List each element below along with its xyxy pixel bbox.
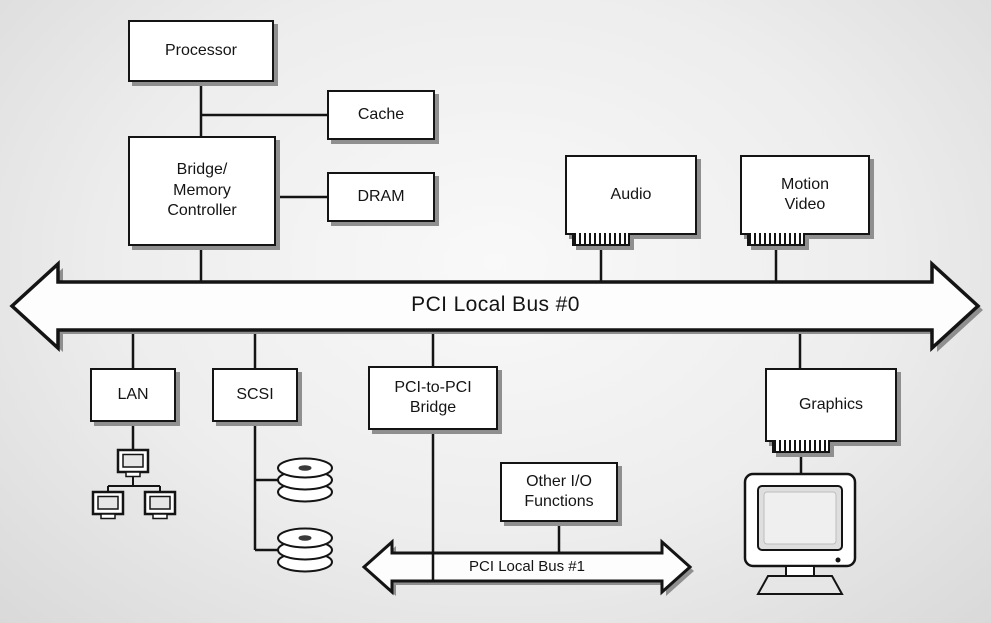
cache-box: Cache	[327, 90, 435, 140]
pci-bus-0-arrow	[9, 260, 983, 352]
pci-bus-1-arrow	[361, 430, 694, 596]
audio-label: Audio	[610, 185, 652, 203]
crt-monitor-icon	[743, 472, 857, 595]
disk-stack-icon	[277, 527, 333, 573]
lan-label: LAN	[117, 385, 149, 403]
scsi-label: SCSI	[236, 385, 274, 403]
graphics-card: Graphics	[765, 368, 897, 453]
scsi-box: SCSI	[212, 368, 298, 422]
connector-lines	[131, 80, 803, 556]
lan-box: LAN	[90, 368, 176, 422]
disk-stack-icon	[277, 457, 333, 503]
other-io-label-line: Other I/O	[526, 472, 592, 490]
bridge-label-line: Controller	[167, 202, 237, 220]
bridge-memory-controller-box: Bridge/ Memory Controller	[128, 136, 276, 246]
dram-box: DRAM	[327, 172, 435, 222]
processor-label: Processor	[164, 41, 238, 59]
pci-bridge-label-line: PCI-to-PCI	[394, 378, 472, 396]
pci-bus-0-label: PCI Local Bus #0	[411, 293, 580, 316]
dram-label: DRAM	[357, 187, 405, 205]
pci-bus-1-label: PCI Local Bus #1	[469, 558, 585, 575]
pci-bridge-label-line: Bridge	[409, 399, 457, 416]
network-computers-icon	[91, 448, 177, 520]
motion-video-card: Motion Video	[740, 155, 870, 246]
bridge-label-line: Memory	[173, 181, 231, 199]
card-edge-connector-icon	[747, 233, 805, 246]
bridge-label-line: Bridge/	[176, 161, 228, 179]
motion-video-label-line: Video	[784, 196, 826, 213]
card-edge-connector-icon	[772, 440, 830, 453]
pci-to-pci-bridge-box: PCI-to-PCI Bridge	[368, 366, 498, 430]
motion-video-label-line: Motion	[780, 175, 830, 193]
card-edge-connector-icon	[572, 233, 630, 246]
audio-card: Audio	[565, 155, 697, 246]
graphics-label: Graphics	[798, 395, 864, 413]
processor-box: Processor	[128, 20, 274, 82]
other-io-label-line: Functions	[524, 493, 594, 510]
other-io-functions-box: Other I/O Functions	[500, 462, 618, 522]
cache-label: Cache	[357, 105, 405, 123]
